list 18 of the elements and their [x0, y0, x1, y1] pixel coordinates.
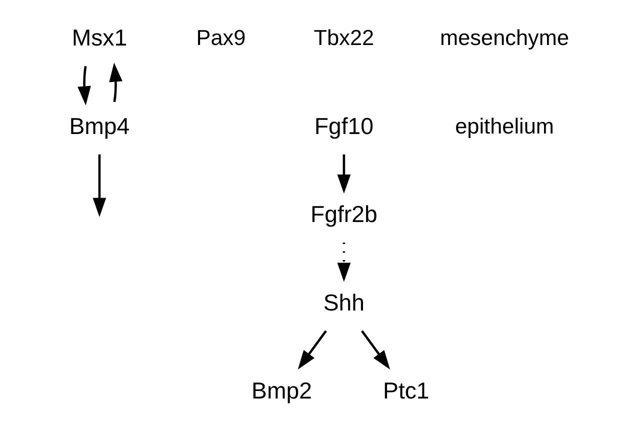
node-text: Fgf10 [314, 112, 374, 139]
arrow [92, 154, 106, 217]
node-text: Fgfr2b [310, 200, 377, 227]
node-text: Bmp4 [68, 112, 130, 139]
node-text: Bmp2 [251, 377, 312, 404]
arrow [336, 154, 350, 194]
arrow [360, 330, 390, 370]
arrow [77, 66, 90, 106]
arrow [297, 330, 326, 370]
label: Pax9 [196, 25, 246, 50]
label: mesenchyme [440, 25, 569, 50]
label: epithelium [454, 113, 554, 138]
arrow [336, 242, 350, 282]
node-text: Shh [322, 289, 364, 316]
node-text: Ptc1 [382, 377, 429, 404]
node-text: Msx1 [71, 24, 127, 50]
label: Tbx22 [313, 25, 374, 50]
arrow [108, 62, 122, 102]
